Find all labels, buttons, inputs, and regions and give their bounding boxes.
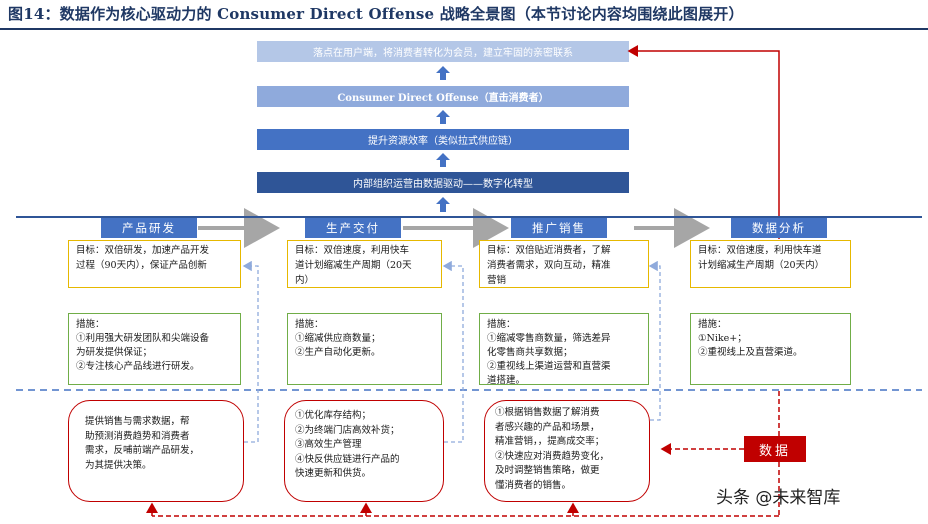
measure-box-analytics: 措施： ①Nike+； ②重视线上及直营渠道。	[690, 313, 851, 385]
measure-line: ①缩减供应商数量；	[295, 333, 381, 344]
data-use-line: 提供销售与需求数据，帮	[85, 416, 190, 427]
goal-box-rnd: 目标：双倍研发，加速产品开发 过程（90天内），保证产品创新	[68, 240, 241, 288]
data-use-line: 及时调整销售策略，做更	[495, 465, 600, 476]
data-use-line: ②为终端门店高效补货；	[295, 424, 400, 436]
goal-line: 内）	[295, 275, 315, 286]
feedback-lines	[242, 260, 661, 443]
data-use-line: ④快反供应链进行产品的	[295, 453, 400, 465]
stage-rnd: 产品研发	[101, 218, 197, 238]
data-use-line: ①优化库存结构；	[295, 410, 372, 421]
measure-line: 化零售商共享数据；	[487, 347, 573, 358]
goal-line: 过程（90天内），保证产品创新	[76, 260, 207, 271]
goal-layer-cdo: Consumer Direct Offense（直击消费者）	[257, 86, 629, 107]
data-use-line: ②快速应对消费趋势变化，	[495, 450, 610, 462]
stage-axis-line	[16, 216, 922, 218]
measure-line: ②重视线上渠道运营和直营渠	[487, 361, 611, 372]
data-flow-lines	[146, 391, 780, 517]
data-use-line: 需求，反哺前端产品研发，	[85, 445, 200, 456]
measure-line: ①缩减零售商数量，筛选差异	[487, 333, 611, 344]
measure-line: 措施：	[698, 319, 727, 330]
goal-layer-efficiency: 提升资源效率（类似拉式供应链）	[257, 129, 629, 150]
measure-box-rnd: 措施： ①利用强大研发团队和尖端设备 为研发提供保证； ②专注核心产品线进行研发…	[68, 313, 241, 385]
data-use-box-sales: ①根据销售数据了解消费 者感兴趣的产品和场景， 精准营销，，提高成交率； ②快速…	[484, 400, 650, 502]
goal-line: 目标：双倍贴近消费者，了解	[487, 245, 611, 256]
goal-line: 计划缩减生产周期（20天内）	[698, 260, 825, 271]
goal-line: 道计划缩减生产周期（20天	[295, 260, 412, 271]
measure-line: 措施：	[295, 319, 324, 330]
goal-line: 目标：双倍速度，利用快车道	[698, 245, 822, 256]
stage-production: 生产交付	[305, 218, 401, 238]
measure-line: 措施：	[487, 319, 516, 330]
up-arrow-icon	[436, 66, 450, 212]
goal-box-analytics: 目标：双倍速度，利用快车道 计划缩减生产周期（20天内）	[690, 240, 851, 288]
data-use-line: ①根据销售数据了解消费	[495, 407, 600, 418]
stage-analytics: 数据分析	[731, 218, 827, 238]
goal-line: 营销	[487, 275, 507, 286]
goal-line: 目标：双倍研发，加速产品开发	[76, 245, 210, 256]
goal-line: 目标：双倍速度，利用快车	[295, 245, 410, 256]
measure-line: 为研发提供保证；	[76, 347, 153, 358]
title-rule	[0, 28, 928, 30]
measure-line: 道搭建。	[487, 375, 526, 386]
goal-box-production: 目标：双倍速度，利用快车 道计划缩减生产周期（20天 内）	[287, 240, 442, 288]
data-tag: 数据	[744, 436, 806, 462]
measure-box-production: 措施： ①缩减供应商数量； ②生产自动化更新。	[287, 313, 442, 385]
data-use-box-production: ①优化库存结构； ②为终端门店高效补货； ③高效生产管理 ④快反供应链进行产品的…	[284, 400, 444, 502]
goal-layer-digital: 内部组织运营由数据驱动——数字化转型	[257, 172, 629, 193]
measure-line: 措施：	[76, 319, 105, 330]
measure-line: ①利用强大研发团队和尖端设备	[76, 333, 210, 344]
data-use-line: 为其提供决策。	[85, 459, 152, 471]
stage-sales: 推广销售	[511, 218, 607, 238]
data-use-line: 精准营销，，提高成交率；	[495, 436, 605, 447]
goal-line: 消费者需求，双向互动，精准	[487, 260, 611, 271]
measure-line: ②专注核心产品线进行研发。	[76, 361, 200, 372]
figure-title: 图14：数据作为核心驱动力的 Consumer Direct Offense 战…	[8, 5, 744, 23]
data-use-line: 快速更新和供货。	[295, 468, 372, 479]
goal-box-sales: 目标：双倍贴近消费者，了解 消费者需求，双向互动，精准 营销	[479, 240, 649, 288]
goal-layer-member: 落点在用户端，将消费者转化为会员，建立牢固的亲密联系	[257, 41, 629, 62]
measure-line: ①Nike+；	[698, 333, 747, 344]
data-use-box-rnd: 提供销售与需求数据，帮 助预测消费趋势和消费者 需求，反哺前端产品研发， 为其提…	[68, 400, 244, 502]
data-use-line: 懂消费者的销售。	[495, 479, 572, 491]
data-use-line: 者感兴趣的产品和场景，	[495, 421, 600, 433]
measure-line: ②生产自动化更新。	[295, 347, 381, 358]
measure-line: ②重视线上及直营渠道。	[698, 347, 803, 358]
data-use-line: 助预测消费趋势和消费者	[85, 430, 190, 442]
data-to-member-line	[627, 45, 780, 239]
watermark: 头条 @未来智库	[716, 488, 841, 508]
measure-box-sales: 措施： ①缩减零售商数量，筛选差异 化零售商共享数据； ②重视线上渠道运营和直营…	[479, 313, 649, 386]
data-use-line: ③高效生产管理	[295, 439, 362, 450]
